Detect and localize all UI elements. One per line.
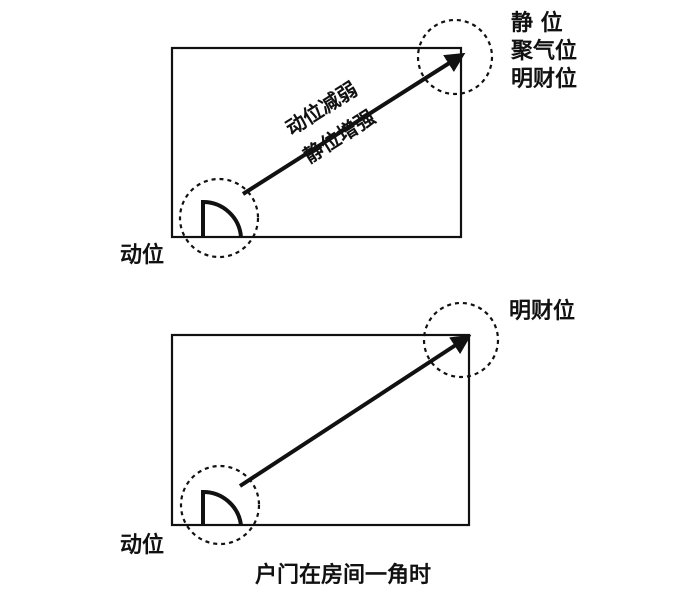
top-door-label: 动位 [120, 242, 164, 268]
top-corner-label-1: 静 位 [511, 10, 563, 36]
bottom-corner-dotted-circle [422, 301, 500, 379]
top-diagram: 动位减弱 静位增强 静 位 聚气位 明财位 动位 [120, 10, 577, 268]
bottom-door-symbol [201, 489, 243, 526]
bottom-caption: 户门在房间一角时 [255, 562, 431, 588]
top-diagonal-arrow [241, 52, 466, 196]
bottom-diagram: 明财位 动位 户门在房间一角时 [120, 298, 575, 588]
top-room-outline [170, 46, 463, 239]
top-corner-label-2: 聚气位 [510, 38, 577, 64]
bottom-diagonal-arrow [238, 334, 472, 488]
top-corner-label-3: 明财位 [511, 66, 577, 92]
top-door-symbol [201, 199, 243, 238]
top-corner-dotted-circle [416, 18, 494, 96]
bottom-door-dotted-circle [179, 464, 261, 546]
bottom-corner-label: 明财位 [509, 298, 575, 324]
top-door-dotted-circle [178, 177, 260, 259]
bottom-door-label: 动位 [120, 532, 164, 558]
bottom-room-outline [170, 333, 471, 527]
